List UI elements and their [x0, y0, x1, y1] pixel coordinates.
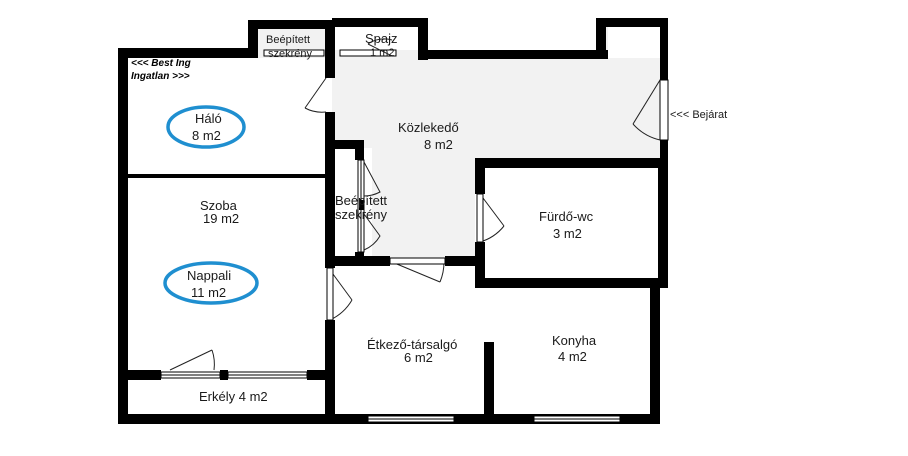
beepitett-top-line1: Beépített — [266, 34, 310, 46]
halo-highlight-ring — [166, 105, 246, 149]
halo-name: Háló — [195, 111, 222, 126]
szoba-name: Szoba — [200, 198, 238, 213]
brand-line2: Ingatlan >>> — [131, 71, 190, 82]
furdo-area: 3 m2 — [553, 226, 582, 241]
entrance-label: <<< Bejárat — [670, 109, 727, 121]
corridor-floor — [332, 24, 665, 262]
szoba-area: 19 m2 — [203, 211, 239, 226]
elkezo-name: Étkező-társalgó — [367, 337, 457, 352]
beepitett-mid-line1: Beépített — [335, 193, 387, 208]
spajz-area: 1 m2 — [370, 47, 394, 59]
konyha-area: 4 m2 — [558, 349, 587, 364]
kozlekedo-area: 8 m2 — [424, 137, 453, 152]
konyha-name: Konyha — [552, 333, 597, 348]
halo-area: 8 m2 — [192, 128, 221, 143]
spajz-name: Spajz — [365, 31, 398, 46]
nappali-name: Nappali — [187, 268, 231, 283]
nappali-area: 11 m2 — [191, 285, 226, 300]
elkezo-area: 6 m2 — [404, 350, 433, 365]
door-swings — [169, 38, 661, 371]
furdo-name: Fürdő-wc — [539, 209, 594, 224]
beepitett-top-line2: szekrény — [268, 48, 313, 60]
nappali-highlight-ring — [163, 261, 259, 305]
beepitett-mid-line2: szekrény — [335, 207, 388, 222]
kozlekedo-name: Közlekedő — [398, 120, 459, 135]
windows — [160, 49, 669, 423]
erkely-label: Erkély 4 m2 — [199, 389, 268, 404]
brand-line1: <<< Best Ing — [131, 58, 191, 69]
